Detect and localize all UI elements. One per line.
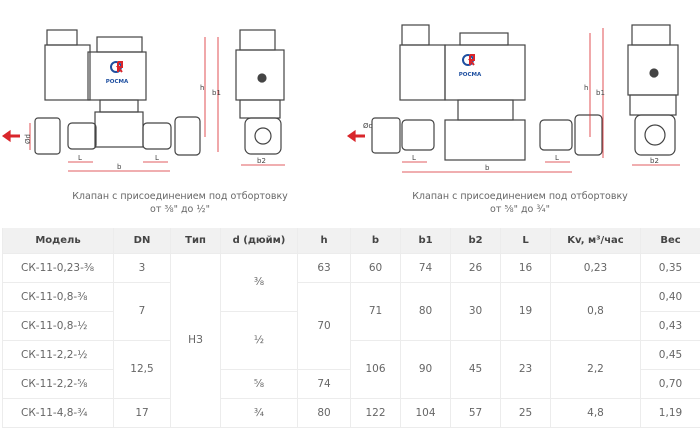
cell-weight: 0,40	[640, 281, 700, 312]
col-header: Вес	[640, 228, 700, 253]
svg-text:b2: b2	[650, 157, 659, 165]
col-header: L	[500, 228, 551, 253]
cell-L: 23	[500, 339, 551, 399]
caption-right: Клапан с присоединением под отбортовку о…	[380, 190, 660, 216]
cell-model: СК-11-0,8-⅜	[2, 281, 114, 312]
drawing-left	[1, 29, 285, 172]
svg-text:РОСМА: РОСМА	[459, 72, 482, 78]
svg-text:b2: b2	[257, 157, 266, 165]
cell-weight: 0,45	[640, 339, 700, 370]
svg-text:РОСМА: РОСМА	[106, 79, 129, 85]
table-header: Модель DN Тип d (дюйм) h b b1 b2 L Kv, м…	[2, 228, 700, 253]
cell-model: СК-11-4,8-¾	[2, 397, 114, 428]
cell-d: ⅜	[220, 252, 298, 312]
table-row: СК-11-4,8-¾ 17 ¾ 80 122 104 57 25 4,8 1,…	[2, 397, 700, 428]
svg-text:b1: b1	[596, 89, 605, 97]
cell-b1: 104	[400, 397, 451, 428]
svg-text:b: b	[117, 163, 122, 171]
cell-dn: 17	[113, 397, 171, 428]
rosma-logo-right: РОСМА	[459, 54, 482, 78]
cell-b2: 45	[450, 339, 501, 399]
cell-b1: 74	[400, 252, 451, 283]
svg-text:L: L	[555, 154, 559, 162]
cell-h: 74	[297, 368, 351, 399]
col-header: Модель	[2, 228, 114, 253]
cell-b: 122	[350, 397, 401, 428]
svg-text:h: h	[584, 84, 588, 92]
cell-L: 16	[500, 252, 551, 283]
cell-weight: 1,19	[640, 397, 700, 428]
caption-left: Клапан с присоединением под отбортовку о…	[40, 190, 320, 216]
drawing-right	[346, 24, 680, 173]
table-row: СК-11-2,2-½ 12,5 106 90 45 23 2,2 0,45	[2, 339, 700, 399]
col-header: h	[297, 228, 351, 253]
caption-line: Клапан с присоединением под отбортовку	[72, 191, 288, 202]
cell-weight: 0,70	[640, 368, 700, 399]
cell-d: ¾	[220, 397, 298, 428]
svg-text:L: L	[78, 154, 82, 162]
cell-model: СК-11-2,2-⅝	[2, 368, 114, 399]
col-header: b1	[400, 228, 451, 253]
cell-dn: 3	[113, 252, 171, 283]
cell-b2: 26	[450, 252, 501, 283]
col-header: Kv, м³/час	[550, 228, 641, 253]
valve-drawings: РОСМА Ød h b1 L L b b2 РОСМА Ød h b1 L L b b2	[1, 24, 680, 173]
cell-type: НЗ	[170, 252, 221, 428]
cell-L: 19	[500, 281, 551, 341]
col-header: DN	[113, 228, 171, 253]
table-row: СК-11-0,8-½ ½ 0,43	[2, 310, 700, 370]
cell-dn: 7	[113, 281, 171, 341]
caption-line: от ⅝" до ¾"	[490, 204, 550, 215]
cell-model: СК-11-2,2-½	[2, 339, 114, 370]
spec-table: Модель DN Тип d (дюйм) h b b1 b2 L Kv, м…	[2, 228, 700, 428]
table-row: СК-11-0,23-⅜ 3 НЗ ⅜ 63 60 74 26 16 0,23 …	[2, 252, 700, 428]
svg-text:Ød: Ød	[363, 122, 373, 130]
cell-h: 80	[297, 397, 351, 428]
cell-h: 63	[297, 252, 351, 283]
rosma-logo-left: РОСМА	[106, 61, 129, 85]
cell-b: 71	[350, 281, 401, 341]
cell-b1: 90	[400, 339, 451, 399]
table-row: СК-11-2,2-⅝ ⅝ 74 0,70	[2, 368, 700, 399]
cell-b: 60	[350, 252, 401, 283]
svg-text:b1: b1	[212, 89, 221, 97]
cell-d: ½	[220, 310, 298, 370]
caption-line: Клапан с присоединением под отбортовку	[412, 191, 628, 202]
cell-h: 70	[297, 281, 351, 370]
svg-text:b: b	[485, 164, 490, 172]
cell-model: СК-11-0,8-½	[2, 310, 114, 341]
cell-kv: 2,2	[550, 339, 641, 399]
cell-dn: 12,5	[113, 339, 171, 399]
cell-kv: 4,8	[550, 397, 641, 428]
col-header: b2	[450, 228, 501, 253]
cell-kv: 0,8	[550, 281, 641, 341]
svg-text:h: h	[200, 84, 204, 92]
cell-weight: 0,35	[640, 252, 700, 283]
cell-d: ⅝	[220, 368, 298, 399]
col-header: Тип	[170, 228, 221, 253]
svg-text:Ød: Ød	[24, 134, 32, 144]
col-header: d (дюйм)	[220, 228, 298, 253]
cell-b2: 30	[450, 281, 501, 341]
cell-model: СК-11-0,23-⅜	[2, 252, 114, 283]
caption-line: от ⅜" до ½"	[150, 204, 210, 215]
cell-b: 106	[350, 339, 401, 399]
cell-weight: 0,43	[640, 310, 700, 341]
col-header: b	[350, 228, 401, 253]
table-row: СК-11-0,8-⅜ 7 70 71 80 30 19 0,8 0,40	[2, 281, 700, 370]
cell-b1: 80	[400, 281, 451, 341]
cell-L: 25	[500, 397, 551, 428]
cell-kv: 0,23	[550, 252, 641, 283]
svg-text:L: L	[412, 154, 416, 162]
svg-text:L: L	[155, 154, 159, 162]
cell-b2: 57	[450, 397, 501, 428]
